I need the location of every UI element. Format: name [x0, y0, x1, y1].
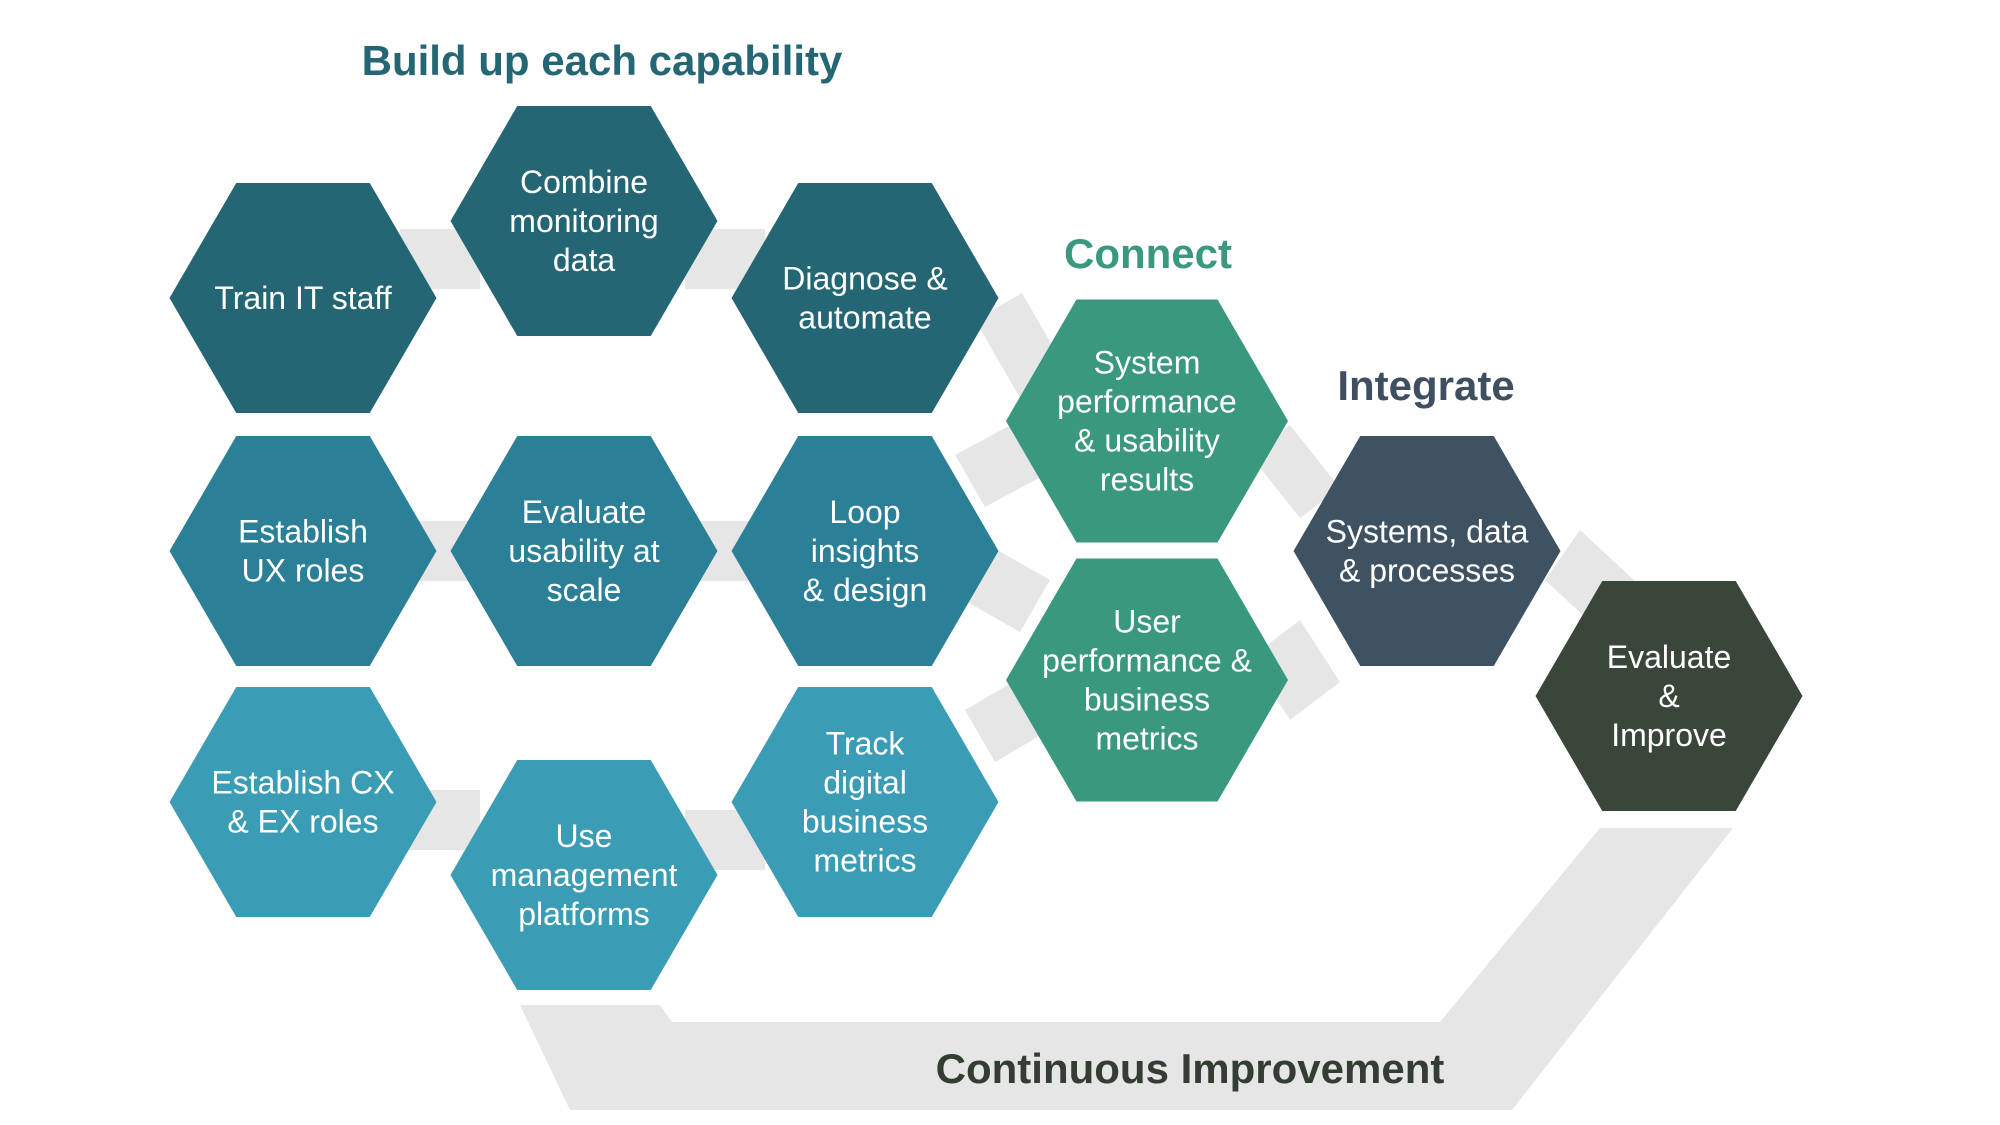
hex-label-line: Diagnose &	[782, 261, 947, 297]
hex-label-line: Establish	[238, 514, 368, 550]
heading-connect: Connect	[1064, 230, 1232, 277]
hex-label-line: Evaluate	[522, 494, 647, 530]
hex-shape	[1535, 581, 1803, 811]
hex-label-line: Systems, data	[1326, 514, 1529, 550]
hex-label-line: Loop	[829, 494, 900, 530]
hex-label-line: Evaluate	[1607, 639, 1732, 675]
hex-label-line: usability at	[508, 533, 659, 569]
heading-continuous: Continuous Improvement	[936, 1045, 1445, 1092]
hex-label-line: Improve	[1611, 717, 1727, 753]
hex-shape	[169, 687, 437, 917]
hex-label-line: Use	[556, 818, 613, 854]
hex-label-line: & processes	[1339, 553, 1515, 589]
hex-label-line: digital	[823, 765, 907, 801]
hex-label-line: & design	[803, 572, 928, 608]
hex-shape	[1006, 299, 1288, 543]
band-row1-b	[685, 229, 765, 289]
hex-label-line: UX roles	[242, 553, 365, 589]
hex-label-line: Train IT staff	[214, 280, 391, 316]
hex-label-line: performance	[1057, 384, 1237, 420]
hex-label-line: System	[1094, 345, 1201, 381]
hex-label-line: User	[1113, 604, 1181, 640]
hex-systems-data-processes: Systems, data& processes	[1293, 436, 1561, 666]
hex-label-line: management	[491, 857, 678, 893]
hex-label-line: & EX roles	[227, 804, 378, 840]
hex-shape	[1293, 436, 1561, 666]
heading-build: Build up each capability	[362, 37, 843, 84]
hex-label-line: monitoring	[509, 203, 658, 239]
continuous-loop-band	[520, 828, 1733, 1110]
hex-label-line: results	[1100, 462, 1194, 498]
heading-integrate: Integrate	[1337, 362, 1514, 409]
hex-shape	[1006, 558, 1288, 802]
hex-shape	[169, 436, 437, 666]
hex-label-line: &	[1658, 678, 1679, 714]
hex-label-line: & usability	[1074, 423, 1220, 459]
hex-shape	[731, 183, 999, 413]
hex-label-line: business	[802, 804, 928, 840]
hex-shape	[450, 436, 718, 666]
hex-label-line: scale	[547, 572, 622, 608]
hex-label-line: automate	[798, 300, 931, 336]
hex-label-line: insights	[811, 533, 920, 569]
hex-establish-cx-ex-roles: Establish CX& EX roles	[169, 687, 437, 917]
hex-label-line: metrics	[1095, 721, 1198, 757]
hex-label-line: metrics	[813, 843, 916, 879]
hex-label-line: business	[1084, 682, 1210, 718]
hex-label-line: performance &	[1042, 643, 1252, 679]
hex-diagnose-automate: Diagnose &automate	[731, 183, 999, 413]
band-user-integrate	[1250, 620, 1340, 720]
hex-shape	[169, 183, 437, 413]
hex-shape	[731, 687, 999, 917]
hex-shape	[450, 760, 718, 990]
hex-label-line: Combine	[520, 164, 648, 200]
hex-label-line: data	[553, 242, 615, 278]
hex-shape	[731, 436, 999, 666]
hex-label-line: Establish CX	[211, 765, 394, 801]
hex-label-line: platforms	[518, 896, 650, 932]
band-system-integrate	[1250, 425, 1340, 518]
hex-label-line: Track	[826, 726, 906, 762]
hex-shape	[450, 106, 718, 336]
hex-evaluate-improve: Evaluate&Improve	[1535, 581, 1803, 811]
hex-train-it-staff: Train IT staff	[169, 183, 437, 413]
